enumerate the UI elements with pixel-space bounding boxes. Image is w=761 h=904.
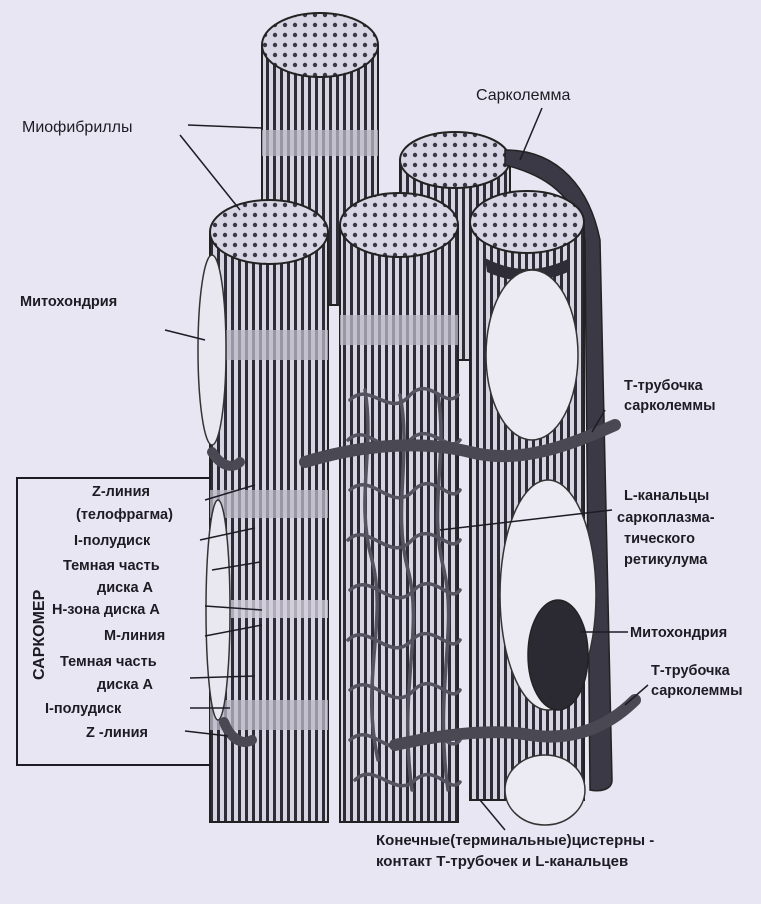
- label-cisterns-1: Конечные(терминальные)цистерны -: [376, 832, 654, 849]
- label-mitochondria-right: Митохондрия: [630, 625, 727, 641]
- label-sarcomere: САРКОМЕР: [31, 589, 48, 680]
- mitochondrion-right-upper: [486, 270, 578, 440]
- label-m-line: М-линия: [104, 628, 165, 644]
- label-myofibrils: Миофибриллы: [22, 119, 132, 136]
- label-i-disc-top: I-полудиск: [74, 533, 151, 549]
- label-z-line-bottom: Z -линия: [86, 725, 148, 741]
- label-h-zone: Н-зона диска А: [52, 602, 160, 618]
- label-t-tubule-top-1: Т-трубочка: [624, 378, 704, 394]
- label-l-channels-4: ретикулума: [624, 552, 708, 568]
- label-mitochondria-left: Митохондрия: [20, 294, 117, 310]
- label-dark-a-top-1: Темная часть: [63, 558, 160, 574]
- label-dark-a-bottom-2: диска А: [97, 677, 154, 693]
- label-t-tubule-bottom-1: Т-трубочка: [651, 663, 731, 679]
- label-z-line-top-2: (телофрагма): [76, 507, 173, 523]
- mitochondrion-left-lower: [206, 500, 230, 720]
- label-l-channels-1: L-канальцы: [624, 488, 709, 504]
- label-i-disc-bottom: I-полудиск: [45, 701, 122, 717]
- label-dark-a-top-2: диска А: [97, 580, 154, 596]
- label-t-tubule-bottom-2: сарколеммы: [651, 683, 742, 699]
- mitochondrion-bottom: [505, 755, 585, 825]
- label-dark-a-bottom-1: Темная часть: [60, 654, 157, 670]
- myofibril-middle: [340, 193, 458, 822]
- mitochondrion-right-dark: [528, 600, 588, 710]
- label-sarcolemma: Сарколемма: [476, 87, 570, 104]
- label-cisterns-2: контакт Т-трубочек и L-канальцев: [376, 853, 628, 870]
- label-t-tubule-top-2: сарколеммы: [624, 398, 715, 414]
- label-z-line-top-1: Z-линия: [92, 484, 150, 500]
- label-l-channels-3: тического: [624, 531, 695, 547]
- mitochondrion-left-upper: [198, 255, 226, 445]
- label-l-channels-2: саркоплазма-: [617, 510, 715, 526]
